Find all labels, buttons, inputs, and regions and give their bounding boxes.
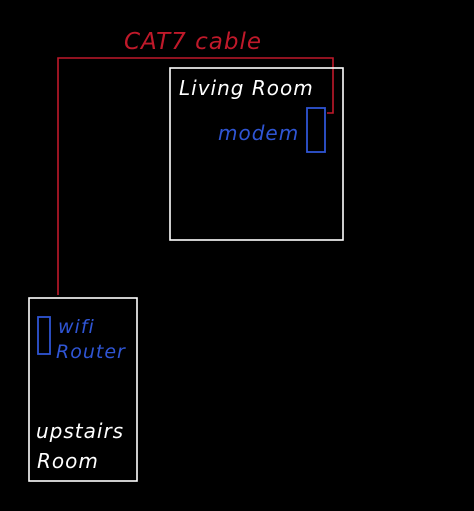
wifi-router-device	[37, 316, 51, 355]
living-room-box	[169, 67, 344, 241]
living-room-title: Living Room	[179, 76, 314, 100]
upstairs-room-box	[28, 297, 138, 482]
modem-device	[306, 107, 326, 153]
wifi-router-label-line2: Router	[56, 341, 126, 363]
cat7-cable-line	[57, 57, 334, 295]
upstairs-room-title-line1: upstairs	[36, 419, 124, 443]
cable-label: CAT7 cable	[124, 29, 262, 55]
wifi-router-label-line1: wifi	[58, 316, 95, 338]
modem-label: modem	[218, 121, 299, 145]
upstairs-room-title-line2: Room	[37, 449, 99, 473]
